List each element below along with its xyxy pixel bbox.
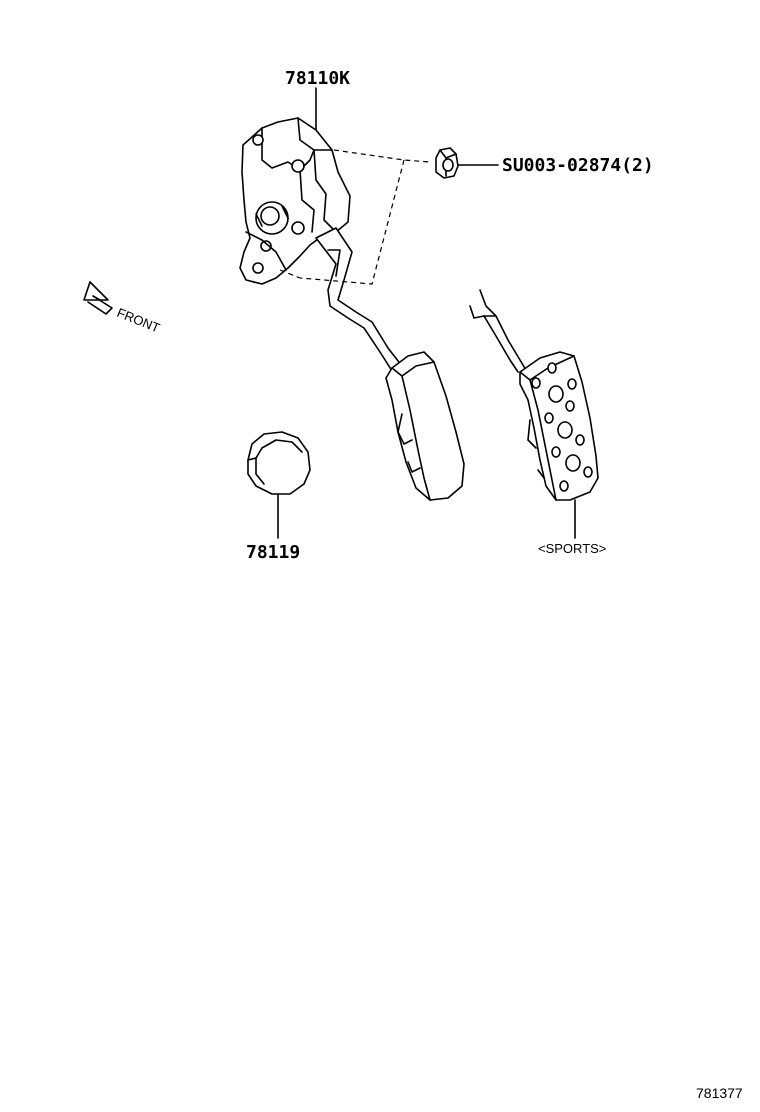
- sports-pedal: [469, 289, 599, 539]
- pedal-stopper: [247, 431, 311, 539]
- front-direction-label: FRONT: [115, 305, 162, 336]
- accelerator-pedal-assembly: [239, 87, 465, 501]
- variant-label-sports: <SPORTS>: [538, 541, 606, 556]
- front-arrow-icon: [83, 281, 113, 315]
- part-number-pedal-assy: 78110K: [285, 68, 350, 89]
- mounting-indication-lines: [279, 149, 431, 285]
- part-number-nut: SU003-02874(2): [502, 155, 654, 176]
- flange-nut: [435, 147, 499, 179]
- part-number-stopper: 78119: [246, 542, 300, 563]
- figure-number: 781377: [696, 1085, 743, 1101]
